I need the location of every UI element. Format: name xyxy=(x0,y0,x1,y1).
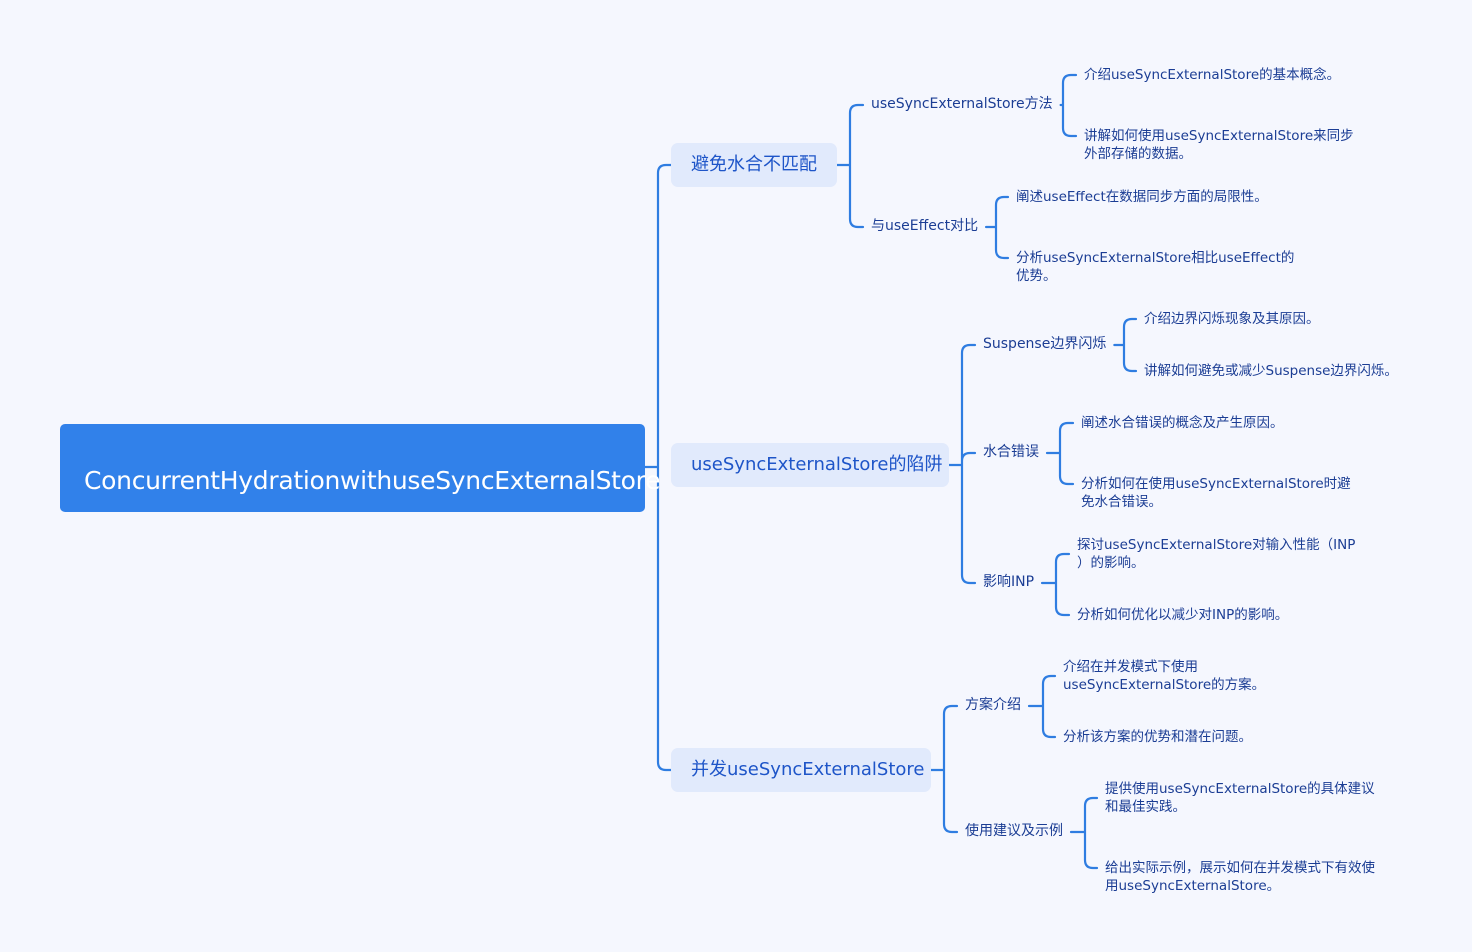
topic-node[interactable]: 与useEffect对比 xyxy=(871,218,979,234)
leaf-line: ）的影响。 xyxy=(1077,555,1145,571)
leaf-node[interactable]: 分析该方案的优势和潜在问题。 xyxy=(1063,728,1252,746)
leaf-node[interactable]: 讲解如何使用useSyncExternalStore来同步外部存储的数据。 xyxy=(1084,127,1354,163)
leaf-node[interactable]: 讲解如何避免或减少Suspense边界闪烁。 xyxy=(1144,362,1398,380)
leaf-line: 分析该方案的优势和潜在问题。 xyxy=(1063,729,1252,745)
topic-node[interactable]: useSyncExternalStore方法 xyxy=(871,96,1053,112)
branch-connector xyxy=(947,343,977,585)
root-label: ConcurrentHydrationwithuseSyncExternalSt… xyxy=(84,466,661,495)
leaf-line: 探讨useSyncExternalStore对输入性能（INP xyxy=(1077,537,1356,553)
branch-node[interactable]: 并发useSyncExternalStore xyxy=(671,748,931,792)
topic-connector xyxy=(984,195,1010,260)
leaf-line: 阐述水合错误的概念及产生原因。 xyxy=(1081,415,1284,431)
topic-node[interactable]: 使用建议及示例 xyxy=(965,823,1063,839)
topic-node[interactable]: Suspense边界闪烁 xyxy=(983,336,1107,352)
leaf-line: 阐述useEffect在数据同步方面的局限性。 xyxy=(1016,189,1268,205)
leaf-node[interactable]: 阐述水合错误的概念及产生原因。 xyxy=(1081,414,1284,432)
leaf-line: 用useSyncExternalStore。 xyxy=(1105,878,1281,894)
leaf-node[interactable]: 阐述useEffect在数据同步方面的局限性。 xyxy=(1016,188,1268,206)
branch-node[interactable]: 避免水合不匹配 xyxy=(671,143,837,187)
leaf-line: 分析useSyncExternalStore相比useEffect的 xyxy=(1016,250,1295,266)
branch-node[interactable]: useSyncExternalStore的陷阱 xyxy=(671,443,949,487)
topic-node[interactable]: 方案介绍 xyxy=(965,697,1021,713)
topic-connector xyxy=(1069,796,1099,870)
leaf-node[interactable]: 分析如何在使用useSyncExternalStore时避免水合错误。 xyxy=(1081,475,1351,511)
root-connector xyxy=(643,163,673,772)
topic-connector xyxy=(1040,552,1071,617)
leaf-line: 分析如何在使用useSyncExternalStore时避 xyxy=(1081,476,1351,492)
leaf-line: 分析如何优化以减少对INP的影响。 xyxy=(1077,607,1289,623)
branch-connector xyxy=(835,103,865,229)
leaf-node[interactable]: 介绍边界闪烁现象及其原因。 xyxy=(1144,310,1320,328)
leaf-line: 介绍边界闪烁现象及其原因。 xyxy=(1144,311,1320,327)
root-node[interactable]: ConcurrentHydrationwithuseSyncExternalSt… xyxy=(60,424,660,512)
leaf-node[interactable]: 探讨useSyncExternalStore对输入性能（INP ）的影响。 xyxy=(1077,536,1355,572)
topic-connector xyxy=(1045,421,1075,486)
topic-connector xyxy=(1059,73,1078,138)
leaf-line: 提供使用useSyncExternalStore的具体建议 xyxy=(1105,781,1375,797)
leaf-line: 优势。 xyxy=(1016,268,1057,284)
leaf-line: useSyncExternalStore的方案。 xyxy=(1063,677,1266,693)
leaf-line: 免水合错误。 xyxy=(1081,494,1162,510)
leaf-node[interactable]: 介绍useSyncExternalStore的基本概念。 xyxy=(1084,66,1340,84)
leaf-node[interactable]: 提供使用useSyncExternalStore的具体建议和最佳实践。 xyxy=(1105,780,1375,816)
leaf-line: 介绍在并发模式下使用 xyxy=(1063,659,1198,675)
leaf-line: 讲解如何使用useSyncExternalStore来同步 xyxy=(1084,128,1354,144)
leaf-line: 介绍useSyncExternalStore的基本概念。 xyxy=(1084,67,1341,83)
leaf-line: 给出实际示例，展示如何在并发模式下有效使 xyxy=(1105,860,1375,876)
topic-node[interactable]: 影响INP xyxy=(983,574,1035,590)
leaf-line: 外部存储的数据。 xyxy=(1084,146,1192,162)
leaf-node[interactable]: 分析如何优化以减少对INP的影响。 xyxy=(1077,606,1288,624)
leaf-node[interactable]: 分析useSyncExternalStore相比useEffect的优势。 xyxy=(1016,249,1294,285)
topic-connector xyxy=(1027,674,1057,739)
branch-connector xyxy=(929,704,959,834)
topic-connector xyxy=(1113,317,1138,373)
topic-node[interactable]: 水合错误 xyxy=(983,444,1039,460)
leaf-line: 讲解如何避免或减少Suspense边界闪烁。 xyxy=(1144,363,1398,379)
leaf-line: 和最佳实践。 xyxy=(1105,799,1186,815)
leaf-node[interactable]: 给出实际示例，展示如何在并发模式下有效使用useSyncExternalStor… xyxy=(1105,859,1375,895)
leaf-node[interactable]: 介绍在并发模式下使用 useSyncExternalStore的方案。 xyxy=(1063,658,1265,694)
